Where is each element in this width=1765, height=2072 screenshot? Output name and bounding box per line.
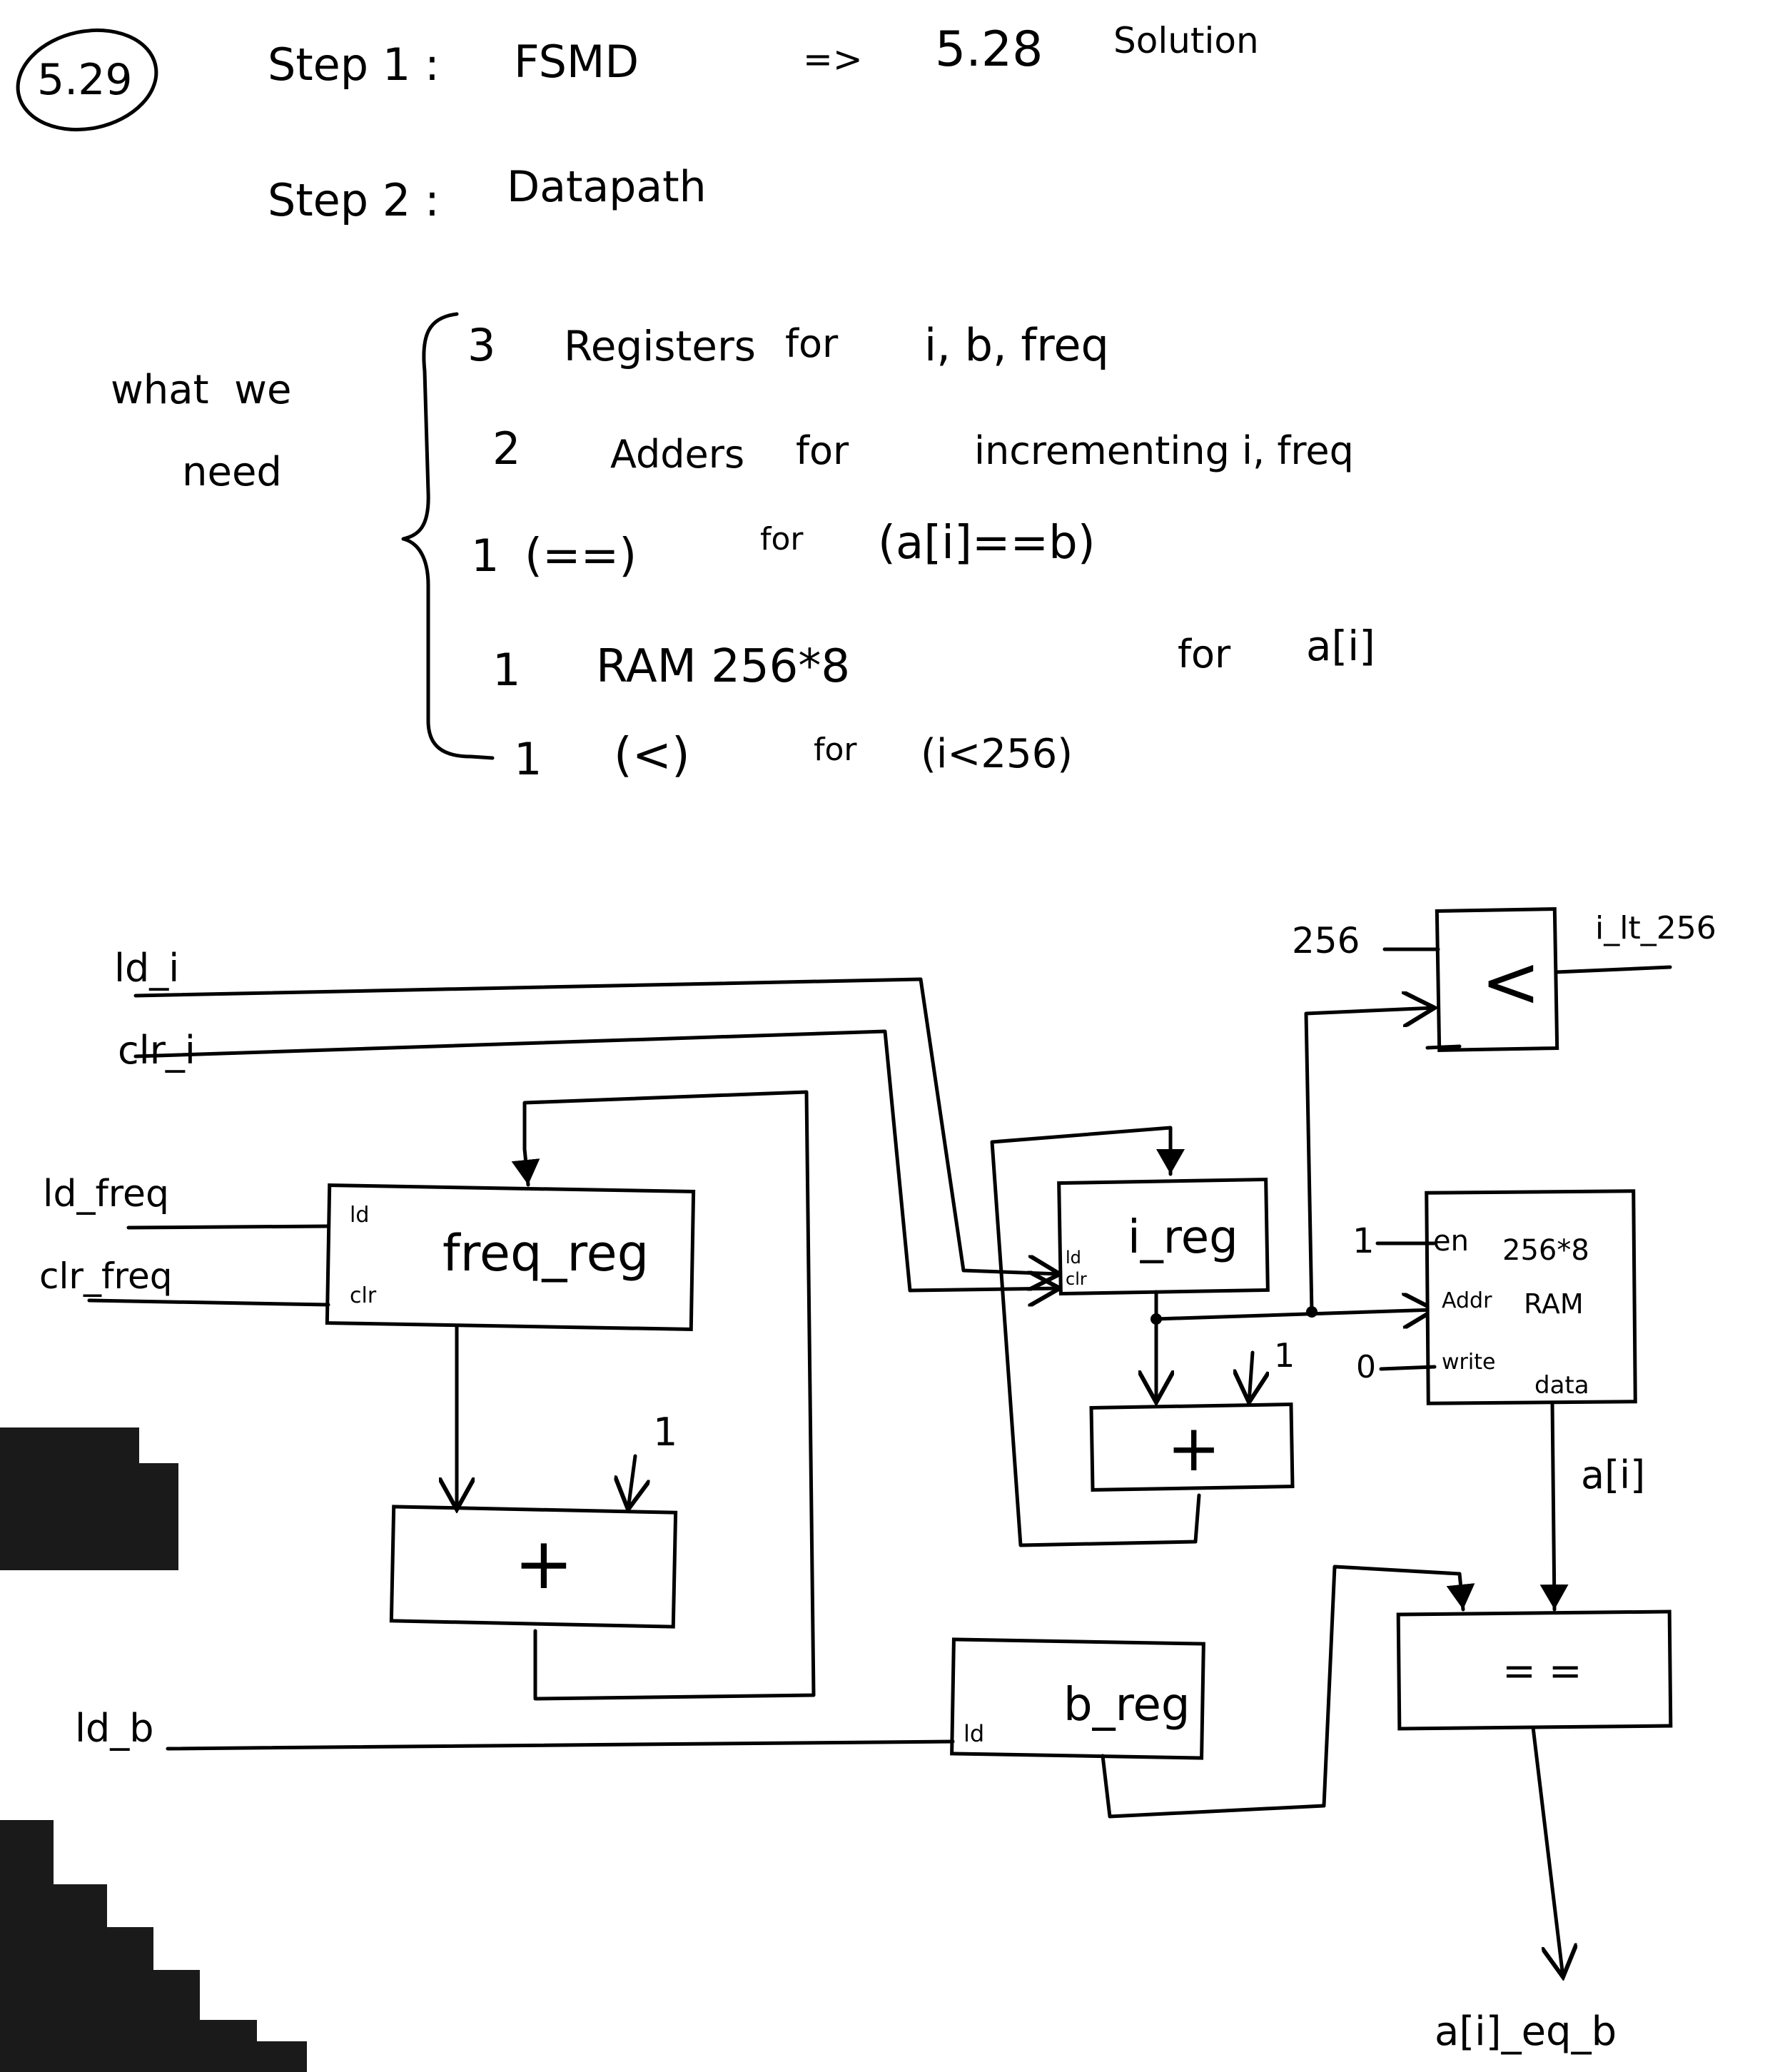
ram-port-write: write (1442, 1350, 1495, 1375)
scan-artifacts (0, 1427, 307, 2072)
comparator-eq (1396, 1609, 1673, 1731)
wire-ld-b (166, 1739, 955, 1751)
brace (401, 312, 495, 760)
freq-adder-symbol: + (514, 1522, 574, 1605)
const-zero-write: 0 (1356, 1349, 1376, 1385)
need-qty-3: 1 (471, 530, 499, 582)
label-i-lt-256: i_lt_256 (1595, 910, 1716, 946)
wire-clr-i (133, 1029, 1060, 1290)
const-256: 256 (1292, 920, 1360, 961)
freq-adder (389, 1505, 678, 1629)
wire-ld-freq (126, 1224, 330, 1230)
wire-i-to-ram-addr (1154, 1310, 1435, 1319)
label-a-i: a[i] (1581, 1452, 1645, 1497)
what-we-need-line1: what we (111, 367, 291, 413)
wire-zero-to-write (1379, 1365, 1437, 1371)
wire-eq-out (1531, 1725, 1563, 1977)
comparator-eq-symbol: = = (1502, 1648, 1582, 1694)
header: 5.29 Step 1 : FSMD => 5.28 Solution Step… (16, 20, 1259, 226)
need-for-1: for (785, 321, 839, 366)
wire-i-to-lt (1304, 1008, 1435, 1314)
i-adder-symbol: + (1167, 1411, 1220, 1486)
step1-label: Step 1 : (268, 39, 440, 91)
freq-reg-name: freq_reg (442, 1224, 649, 1283)
need-for-5: for (814, 732, 857, 768)
wire-i-feedback (990, 1126, 1201, 1547)
wire-breg-to-eq (1101, 1565, 1475, 1819)
need-what-4: RAM 256*8 (596, 640, 850, 693)
freq-reg (325, 1183, 696, 1331)
ram-size: 256*8 (1502, 1234, 1589, 1267)
ram-port-addr: Addr (1442, 1288, 1492, 1313)
need-qty-4: 1 (492, 644, 520, 696)
need-qty-1: 3 (467, 319, 495, 371)
need-target-5: (i<256) (921, 731, 1073, 777)
const-one-en: 1 (1352, 1221, 1375, 1261)
datapath-diagram: ld_i clr_i ld_freq clr_freq ld_b ld clr … (39, 907, 1716, 2055)
ref-solution: 5.28 (935, 21, 1043, 78)
comparator-lt-symbol: < (1481, 940, 1541, 1024)
need-what-5: (<) (614, 727, 690, 782)
const-one-i-adder: 1 (1274, 1336, 1295, 1375)
scan-artifact-block-lower (0, 1820, 307, 2072)
ram-type: RAM (1524, 1288, 1584, 1320)
need-for-4: for (1178, 632, 1231, 677)
i-reg-port-clr: clr (1066, 1269, 1087, 1289)
need-what-3: (==) (525, 530, 637, 582)
wire-ld-i (133, 977, 1060, 1274)
b-reg-port-ld: ld (964, 1720, 984, 1747)
problem-circle (16, 28, 158, 132)
wire-one-to-i-adder (1249, 1350, 1253, 1403)
implies-arrow: => (803, 39, 863, 80)
need-qty-2: 2 (492, 423, 520, 475)
solution-word: Solution (1113, 20, 1259, 61)
label-output: a[i]_eq_b (1435, 2008, 1617, 2055)
needs-list: what we need 3 Registers for i, b, freq … (111, 312, 1375, 785)
ram-port-data: data (1534, 1371, 1589, 1400)
b-reg-name: b_reg (1063, 1679, 1190, 1732)
comparator-lt (1435, 907, 1559, 1052)
i-reg (1057, 1177, 1270, 1296)
need-for-2: for (796, 428, 849, 473)
need-target-4: a[i] (1306, 622, 1375, 670)
label-clr-freq: clr_freq (39, 1255, 173, 1297)
problem-number: 5.29 (37, 55, 133, 105)
need-qty-5: 1 (514, 733, 542, 785)
step2-value: Datapath (507, 162, 707, 212)
wire-freq-feedback (511, 1090, 816, 1701)
ram (1425, 1189, 1637, 1405)
i-adder (1089, 1403, 1295, 1492)
wire-lt-bottom-tick (1425, 1044, 1462, 1050)
need-target-2: incrementing i, freq (974, 428, 1354, 473)
need-what-2: Adders (610, 432, 744, 477)
step1-value: FSMD (514, 36, 639, 88)
need-target-3: (a[i]==b) (878, 517, 1096, 570)
label-ld-i: ld_i (114, 946, 179, 991)
what-we-need-line2: need (182, 449, 282, 495)
const-one-freq-adder: 1 (653, 1410, 677, 1455)
wire-lt-out (1554, 965, 1672, 974)
need-what-1: Registers (564, 322, 756, 370)
i-reg-name: i_reg (1128, 1211, 1238, 1264)
wire-ram-to-eq (1539, 1400, 1569, 1612)
scan-artifact-block-upper (0, 1427, 178, 1570)
label-ld-freq: ld_freq (43, 1173, 169, 1216)
need-for-3: for (760, 521, 804, 557)
need-target-1: i, b, freq (924, 319, 1109, 371)
step2-label: Step 2 : (268, 174, 440, 226)
b-reg (950, 1637, 1205, 1760)
i-reg-port-ld: ld (1066, 1248, 1081, 1268)
freq-reg-port-clr: clr (350, 1283, 377, 1308)
label-ld-b: ld_b (75, 1706, 154, 1751)
ram-port-en: en (1433, 1225, 1469, 1258)
freq-reg-port-ld: ld (350, 1203, 369, 1228)
wire-one-to-freq-adder (628, 1454, 635, 1510)
wire-clr-freq (87, 1298, 330, 1307)
label-clr-i: clr_i (118, 1028, 196, 1073)
